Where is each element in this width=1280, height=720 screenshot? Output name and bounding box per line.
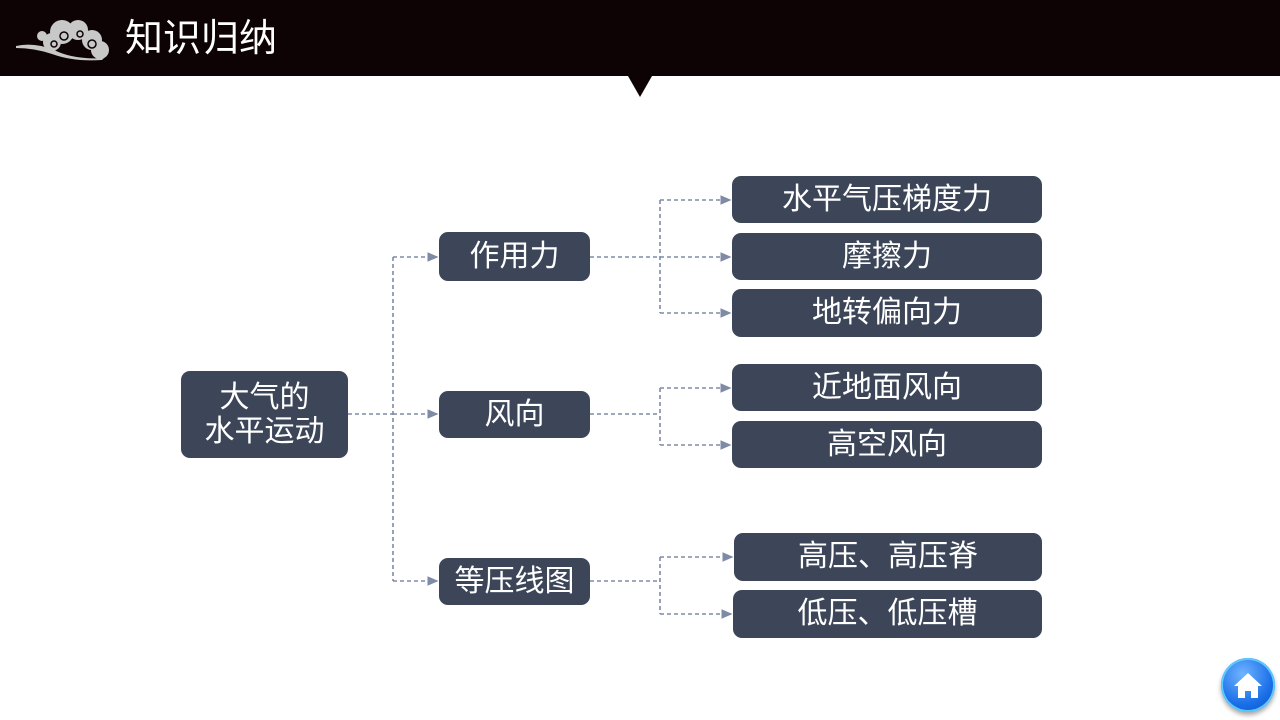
root-line-2: 水平运动 (204, 413, 325, 449)
home-icon (1234, 673, 1262, 698)
leaf-node: 高空风向 (732, 421, 1042, 468)
leaf-node: 水平气压梯度力 (732, 176, 1042, 223)
leaf-node: 高压、高压脊 (734, 533, 1042, 581)
header-bar: 知识归纳 (0, 0, 1280, 76)
leaf-node: 摩擦力 (732, 233, 1042, 280)
leaf-node: 地转偏向力 (732, 289, 1042, 337)
leaf-node: 近地面风向 (732, 364, 1042, 411)
leaf-node: 低压、低压槽 (733, 590, 1042, 638)
home-button[interactable] (1221, 658, 1275, 712)
branch-node-forces: 作用力 (439, 232, 590, 281)
root-node: 大气的 水平运动 (181, 371, 348, 458)
root-line-1: 大气的 (219, 379, 310, 415)
header-pointer (628, 76, 652, 97)
cloud-logo (16, 20, 109, 61)
branch-node-wind-direction: 风向 (439, 391, 590, 438)
branch-node-isobar-map: 等压线图 (439, 558, 590, 605)
page-title: 知识归纳 (125, 16, 278, 60)
